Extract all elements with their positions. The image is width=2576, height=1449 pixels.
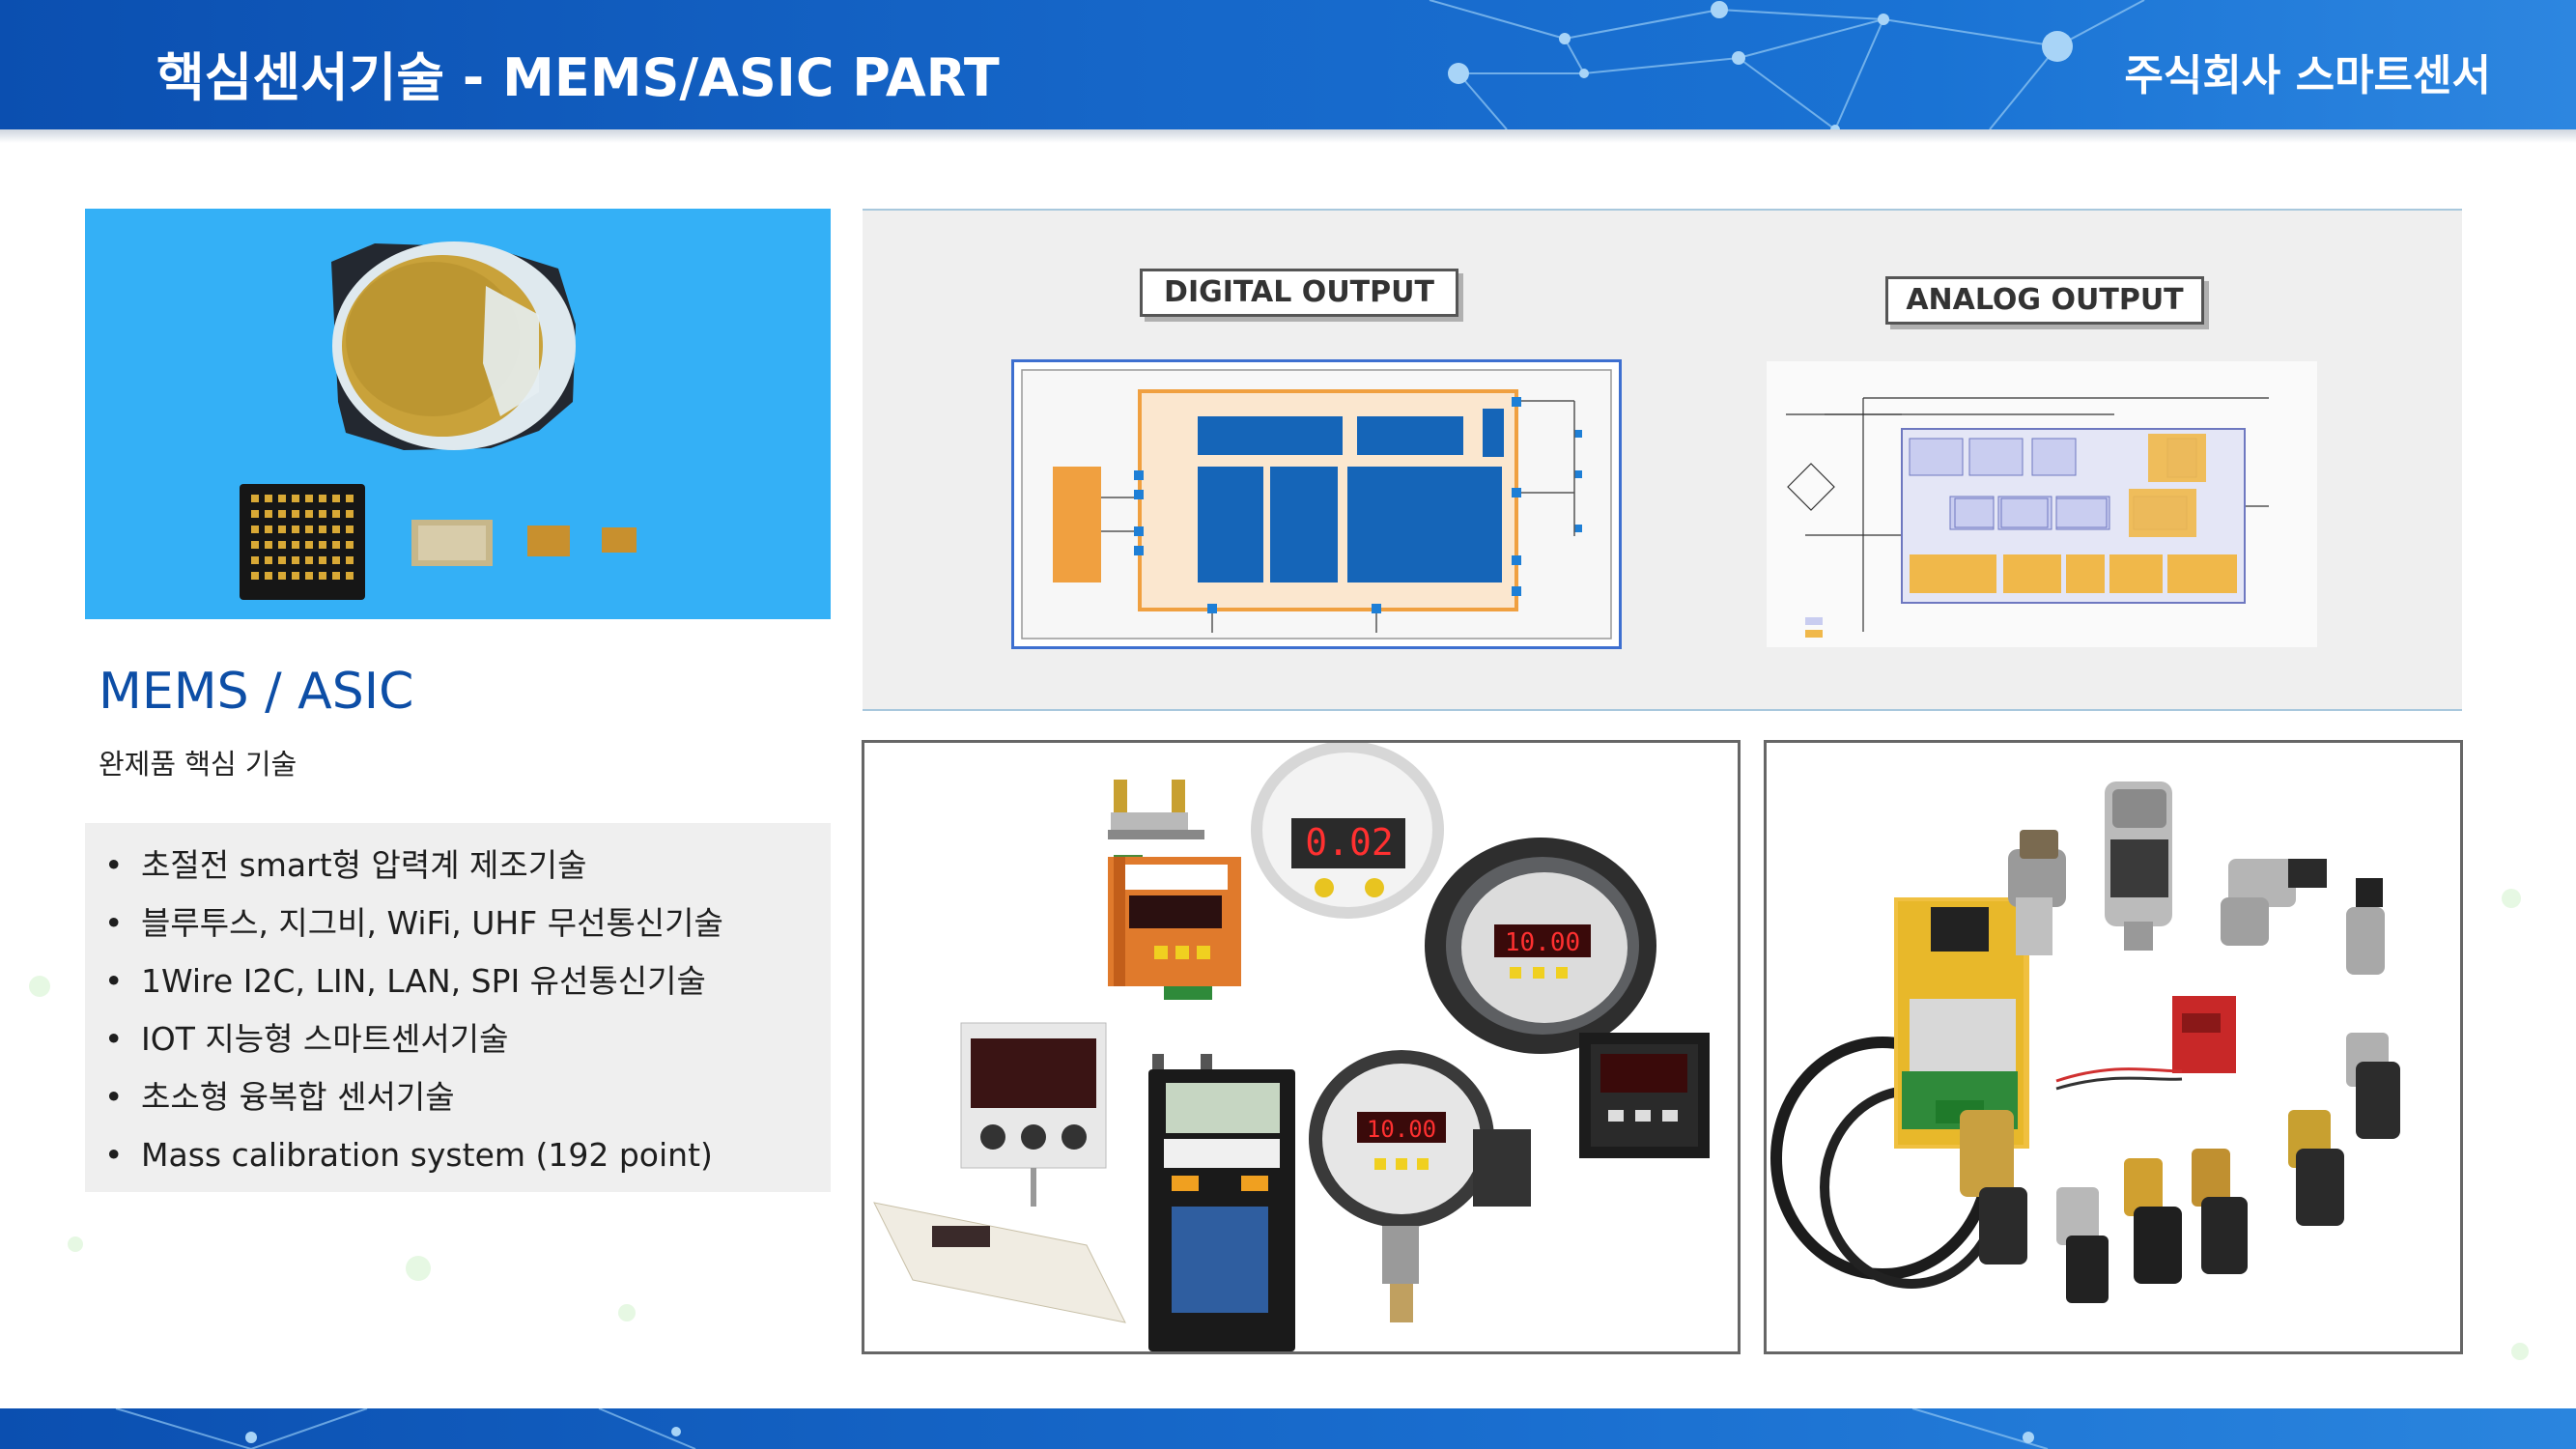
background-dot [618,1304,636,1321]
list-item-text: 블루투스, 지그비, WiFi, UHF 무선통신기술 [141,904,723,942]
network-decoration [115,1408,2049,1449]
bullet-icon: • [104,846,124,884]
bullet-icon: • [104,904,124,942]
analog-circuit-illustration [1767,361,2317,647]
list-item-text: Mass calibration system (192 point) [141,1136,713,1174]
pressure-sensors-illustration [1767,743,2460,1351]
bullet-icon: • [104,1020,124,1058]
list-item: • IOT 지능형 스마트센서기술 [85,1018,831,1076]
section-title: MEMS / ASIC [99,663,414,721]
list-item-text: 초소형 융복합 센서기술 [141,1078,455,1116]
footer-bar [0,1408,2576,1449]
digital-output-label: DIGITAL OUTPUT [1140,269,1458,317]
svg-text:10.00: 10.00 [1505,928,1580,957]
output-diagrams-panel: DIGITAL OUTPUT ANALOG OUTPUT [863,209,2462,711]
bullet-icon: • [104,1078,124,1116]
list-item-text: 1Wire I2C, LIN, LAN, SPI 유선통신기술 [141,962,706,1000]
list-item: • 블루투스, 지그비, WiFi, UHF 무선통신기술 [85,902,831,960]
background-dot [2511,1343,2529,1360]
list-item: • 1Wire I2C, LIN, LAN, SPI 유선통신기술 [85,960,831,1018]
mems-wafer-illustration [240,242,637,600]
pressure-gauges-photo: 0.02 10.00 10.00 [862,740,1741,1354]
header-bar: 핵심센서기술 - MEMS/ASIC PART 주식회사 스마트센서 [0,0,2576,129]
background-dot [29,976,50,997]
company-name: 주식회사 스마트센서 [2124,51,2491,100]
mems-wafer-photo [85,209,831,619]
header-shadow [0,129,2576,143]
background-dot [68,1236,83,1252]
list-item: • Mass calibration system (192 point) [85,1134,831,1192]
list-item-text: 초절전 smart형 압력계 제조기술 [141,846,587,884]
pressure-gauges-illustration: 0.02 10.00 10.00 [864,743,1738,1351]
feature-list: • 초절전 smart형 압력계 제조기술 • 블루투스, 지그비, WiFi, U… [85,823,831,1192]
bullet-icon: • [104,962,124,1000]
list-item: • 초절전 smart형 압력계 제조기술 [85,844,831,902]
list-item: • 초소형 융복합 센서기술 [85,1076,831,1134]
list-item-text: IOT 지능형 스마트센서기술 [141,1020,509,1058]
analog-output-label: ANALOG OUTPUT [1885,276,2204,325]
analog-output-diagram [1767,361,2317,647]
network-decoration [1429,0,2145,129]
svg-text:10.00: 10.00 [1367,1116,1436,1143]
digital-circuit-illustration [1021,369,1612,639]
bullet-icon: • [104,1136,124,1174]
background-dot [406,1256,431,1281]
pressure-sensors-photo [1764,740,2463,1354]
svg-text:0.02: 0.02 [1305,821,1394,864]
digital-output-diagram [1011,359,1622,649]
section-subtitle: 완제품 핵심 기술 [99,748,297,781]
page-title: 핵심센서기술 - MEMS/ASIC PART [156,47,1000,108]
background-dot [2502,889,2521,908]
